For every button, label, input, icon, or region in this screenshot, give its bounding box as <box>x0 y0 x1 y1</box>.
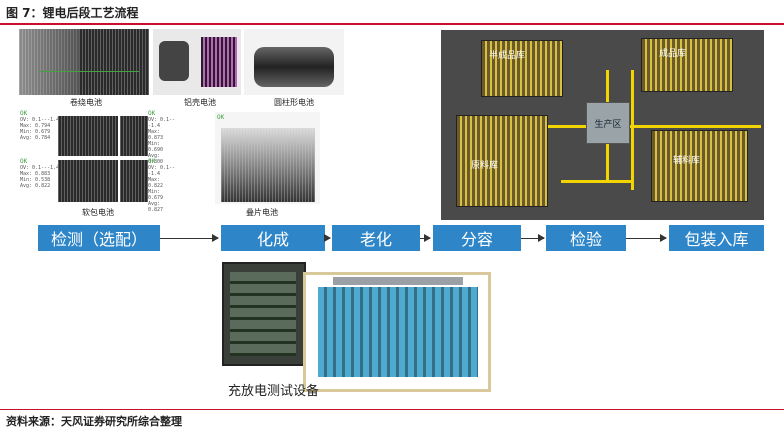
caption-cylindrical-battery: 圆柱形电池 <box>274 98 314 107</box>
xray-aluminum-shell-battery <box>153 29 241 95</box>
ok-label: OK <box>217 114 225 121</box>
caption-aluminum-shell-battery: 铝壳电池 <box>184 98 216 107</box>
arrow-4 <box>521 234 545 242</box>
caption-wound-battery: 卷绕电池 <box>70 98 102 107</box>
xray-stacked-battery: OK <box>215 112 320 204</box>
arrow-3 <box>420 234 431 242</box>
formation-rack-equipment <box>303 262 493 400</box>
zone-label-production: 生产区 <box>586 102 630 144</box>
zone-label-auxiliary: 辅料库 <box>673 156 701 166</box>
xray-wound-battery <box>19 29 149 95</box>
ok-label: OK <box>20 110 28 117</box>
step-packaging-storage: 包装入库 <box>669 225 764 251</box>
ok-label: OK <box>148 110 156 117</box>
step-grading: 分容 <box>433 225 521 251</box>
arrow-1 <box>160 234 219 242</box>
caption-pouch-battery: 软包电池 <box>82 208 114 217</box>
step-aging: 老化 <box>332 225 420 251</box>
step-formation: 化成 <box>221 225 325 251</box>
charge-discharge-cabinet <box>222 262 306 366</box>
figure-title: 图 7：锂电后段工艺流程 <box>6 6 139 20</box>
caption-stacked-battery: 叠片电池 <box>246 208 278 217</box>
zone-label-raw-material: 原料库 <box>471 161 499 171</box>
zone-label-finished: 成品库 <box>659 49 687 59</box>
arrow-2 <box>324 234 331 242</box>
factory-layout-render: 半成品库 成品库 生产区 原料库 辅料库 <box>441 30 764 220</box>
equipment-caption: 充放电测试设备 <box>228 384 320 399</box>
arrow-5 <box>626 234 667 242</box>
top-rule <box>0 23 784 25</box>
ok-label: OK <box>20 158 28 165</box>
bottom-rule <box>0 409 784 410</box>
ok-label: OK <box>148 158 156 165</box>
source-note: 资料来源：天风证券研究所综合整理 <box>6 415 182 428</box>
zone-label-semi-finished: 半成品库 <box>489 51 526 61</box>
step-verification: 检验 <box>546 225 626 251</box>
step-inspection-sorting: 检测（选配） <box>38 225 160 251</box>
xray-cylindrical-battery <box>244 29 344 95</box>
